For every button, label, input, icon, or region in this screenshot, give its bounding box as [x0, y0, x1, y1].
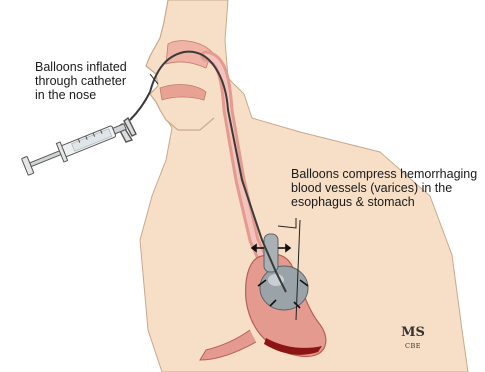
nose-annotation: Balloons inflated through catheter in th… — [35, 60, 185, 102]
esophageal-balloon — [264, 234, 278, 272]
signature-initials: CBE — [400, 341, 426, 351]
varices-annotation: Balloons compress hemorrhaging blood ves… — [291, 167, 481, 209]
signature-monogram: MS — [400, 328, 426, 338]
artist-signature: MS CBE — [400, 328, 426, 351]
syringe — [21, 117, 129, 176]
